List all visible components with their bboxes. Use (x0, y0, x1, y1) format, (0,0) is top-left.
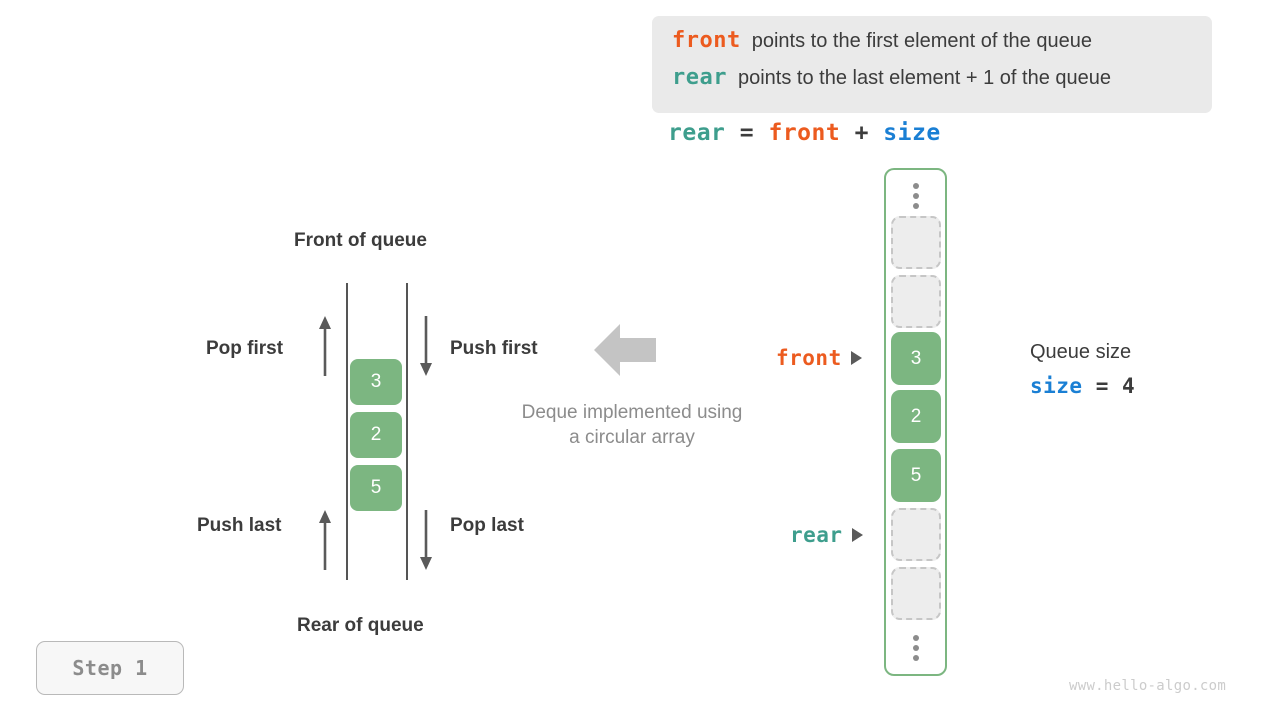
pop-last-label: Pop last (450, 515, 524, 536)
array-cell: 2 (891, 390, 941, 443)
deque-cell: 3 (350, 359, 402, 405)
circular-array-container: 3 2 5 (884, 168, 947, 676)
deque-rail-left (346, 283, 348, 580)
caption-line-1: Deque implemented using (521, 402, 743, 423)
queue-size-block: Queue size size = 4 (1030, 341, 1135, 398)
push-last-label: Push last (197, 515, 282, 536)
push-first-label: Push first (450, 338, 538, 359)
info-line-front: front points to the first element of the… (672, 28, 1192, 65)
rear-of-queue-label: Rear of queue (297, 615, 424, 636)
vertical-ellipsis-bottom-icon (886, 635, 945, 661)
array-cell (891, 508, 941, 561)
array-cell: 5 (891, 449, 941, 502)
push-last-arrow-icon (318, 510, 332, 570)
front-keyword: front (672, 28, 741, 53)
queue-size-expression: size = 4 (1030, 374, 1135, 398)
deque-rail-right (406, 283, 408, 580)
equation-size-term: size (883, 120, 941, 146)
equation-rear-term: rear (668, 120, 726, 146)
watermark: www.hello-algo.com (1069, 678, 1227, 694)
caption-line-2: a circular array (569, 427, 695, 448)
size-variable: size (1030, 374, 1083, 398)
equation-front-term: front (768, 120, 841, 146)
pointer-definitions-box: front points to the first element of the… (652, 16, 1212, 113)
queue-size-title: Queue size (1030, 341, 1132, 363)
array-cell (891, 567, 941, 620)
front-description: points to the first element of the queue (751, 30, 1092, 52)
step-badge: Step 1 (36, 641, 184, 695)
diagram-caption: Deque implemented using a circular array (492, 400, 772, 450)
rear-equation: rear = front + size (668, 120, 941, 146)
front-of-queue-label: Front of queue (294, 230, 427, 251)
left-pointing-arrow-icon (594, 324, 656, 381)
pop-first-arrow-icon (318, 316, 332, 376)
pop-last-arrow-icon (419, 510, 433, 570)
rear-keyword: rear (672, 65, 727, 90)
array-cell (891, 275, 941, 328)
info-line-rear: rear points to the last element + 1 of t… (672, 65, 1192, 102)
push-first-arrow-icon (419, 316, 433, 376)
deque-cell: 5 (350, 465, 402, 511)
array-cell (891, 216, 941, 269)
size-value: 4 (1122, 374, 1136, 398)
pop-first-label: Pop first (206, 338, 284, 359)
front-pointer-label: front (776, 346, 862, 370)
deque-cell: 2 (350, 412, 402, 458)
array-cell: 3 (891, 332, 941, 385)
rear-description: points to the last element + 1 of the qu… (737, 67, 1112, 89)
front-pointer-text: front (776, 346, 842, 370)
rear-pointer-text: rear (790, 523, 843, 547)
front-pointer-arrow-icon (850, 351, 862, 365)
equation-plus: + (854, 120, 869, 146)
rear-pointer-label: rear (790, 523, 863, 547)
size-equals: = (1095, 374, 1109, 398)
rear-pointer-arrow-icon (851, 528, 863, 542)
vertical-ellipsis-top-icon (886, 183, 945, 209)
equation-equals: = (739, 120, 755, 146)
